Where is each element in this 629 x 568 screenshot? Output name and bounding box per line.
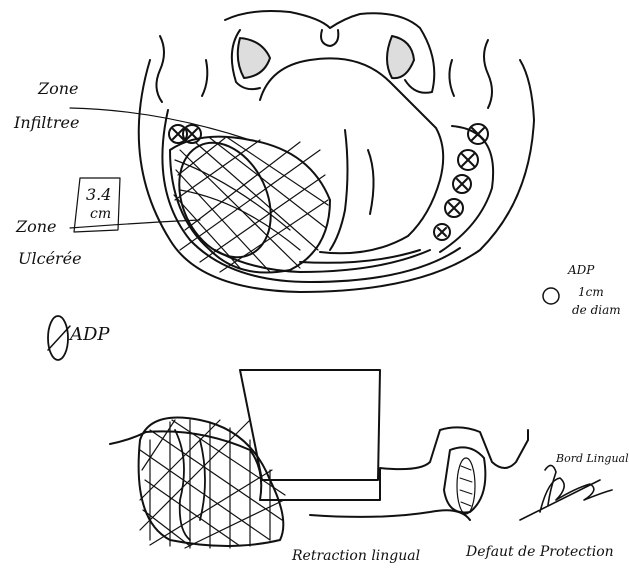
- label-size: 3.4 cm: [86, 185, 111, 222]
- size-value: 3.4: [86, 185, 111, 204]
- oral-cavity-drawing: [139, 11, 534, 292]
- caption-retraction-lingual: Retraction lingual: [291, 548, 420, 564]
- zone-ulceree-line1: Zone: [15, 217, 57, 236]
- zone-infiltree-line2: Infiltree: [13, 113, 79, 132]
- zone-infiltree-line1: Zone: [37, 79, 79, 98]
- size-unit: cm: [90, 206, 111, 222]
- adp-note: ADP 1cm de diam: [543, 263, 621, 317]
- adp-note-line1: ADP: [567, 263, 595, 277]
- label-bord-lingual: Bord Lingual: [555, 452, 629, 465]
- adp-note-line3: de diam: [572, 303, 621, 317]
- caption-defaut-protection: Defaut de Protection: [465, 544, 614, 560]
- adp-note-line2: 1cm: [578, 285, 604, 299]
- label-zone-ulceree: Zone Ulcérée: [15, 217, 82, 268]
- teeth-left: [169, 125, 201, 143]
- signature: [520, 465, 612, 520]
- zone-ulceree-line2: Ulcérée: [18, 249, 82, 268]
- teeth-right: [434, 124, 493, 252]
- label-zone-infiltree: Zone Infiltree: [13, 79, 79, 132]
- adp-absent-text: ADP: [68, 324, 110, 345]
- lesion-upper-hatched: [162, 128, 330, 273]
- label-adp-absent: ADP: [48, 316, 110, 360]
